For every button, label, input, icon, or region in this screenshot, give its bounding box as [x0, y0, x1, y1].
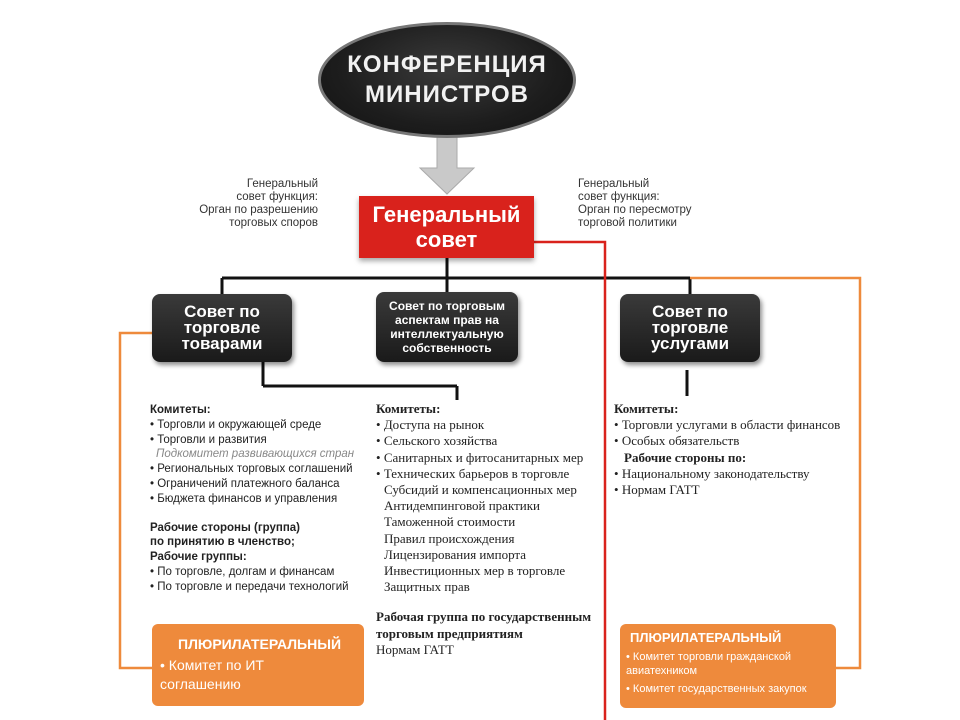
trips-council-node: Совет по торговым аспектам прав на интел…	[376, 292, 518, 362]
general-council-node: Генеральный совет	[359, 196, 534, 258]
list-item: • Торговли услугами в области финансов	[614, 417, 841, 433]
list-item-subcommittee: Подкомитет развивающихся стран	[156, 448, 355, 461]
orange-bracket-right	[690, 276, 862, 670]
list-item: • Санитарных и фитосанитарных мер	[376, 449, 584, 465]
middle-committees-heading: Комитеты:	[376, 401, 441, 416]
goods-working-groups-heading: Рабочие группы:	[150, 551, 247, 564]
list-item: • Сельского хозяйства	[376, 433, 498, 449]
trips-council-label: Совет по торговым аспектам прав на интел…	[389, 299, 505, 355]
list-item: Антидемпинговой практики	[384, 498, 541, 514]
middle-working-group: Рабочая группа по государственным торгов…	[376, 609, 592, 641]
plurilateral-right-box: ПЛЮРИЛАТЕРАЛЬНЫЙ • Комитет торговли граж…	[620, 624, 836, 708]
plurilateral-right-title: ПЛЮРИЛАТЕРАЛЬНЫЙ	[630, 630, 782, 645]
list-item: • Бюджета финансов и управления	[150, 492, 338, 505]
goods-council-label: Совет по торговле товарами	[181, 302, 263, 353]
list-item: • Национальному законодательству	[614, 465, 810, 481]
orange-bracket-left	[118, 331, 152, 670]
list-item: • Нормам ГАТТ	[614, 482, 700, 498]
plurilateral-left-title: ПЛЮРИЛАТЕРАЛЬНЫЙ	[178, 636, 342, 652]
services-council-label: Совет по торговле услугами	[650, 302, 730, 353]
list-item: • Ограничений платежного баланса	[150, 477, 340, 490]
goods-committees-heading: Комитеты:	[150, 404, 211, 416]
general-council-label: Генеральный совет	[372, 202, 521, 252]
red-review-line	[534, 240, 607, 720]
ministerial-conference-label: КОНФЕРЕНЦИЯ МИНИСТРОВ	[347, 51, 547, 108]
list-item: Защитных прав	[384, 579, 470, 595]
right-function-note: Генеральный совет функция: Орган по пере…	[578, 178, 692, 229]
goods-council-node: Совет по торговле товарами	[152, 294, 292, 362]
services-committees-heading: Комитеты:	[614, 401, 679, 416]
list-item: • Технических барьеров в торговле	[376, 465, 570, 481]
list-item: Субсидий и компенсационных мер	[384, 482, 577, 498]
list-item: Инвестиционных мер в торговле	[384, 563, 566, 579]
list-item: • Особых обязательств	[614, 433, 740, 449]
plurilateral-right-item: • Комитет государственных закупок	[626, 683, 807, 695]
plurilateral-left-item: • Комитет по ИТ соглашению	[160, 657, 264, 692]
list-item: • Региональных торговых соглашений	[150, 463, 353, 476]
list-item: • По торговле и передачи технологий	[150, 580, 349, 593]
list-item: • По торговле, долгам и финансам	[150, 565, 335, 578]
list-item: Таможенной стоимости	[384, 514, 516, 530]
goods-working-parties: Рабочие стороны (группа) по принятию в ч…	[150, 521, 301, 549]
middle-gatt-item: Нормам ГАТТ	[376, 641, 454, 657]
list-item: • Торговли и развития	[150, 433, 267, 446]
plurilateral-right-item: • Комитет торговли гражданской авиатехни…	[626, 651, 792, 677]
services-council-node: Совет по торговле услугами	[620, 294, 760, 362]
down-arrow-icon	[418, 134, 476, 195]
left-function-note: Генеральный совет функция: Орган по разр…	[199, 178, 318, 229]
list-item: Лицензирования импорта	[384, 546, 527, 562]
list-item: • Торговли и окружающей среде	[150, 418, 322, 431]
goods-committees-list: Комитеты: • Торговли и окружающей среде …	[150, 403, 360, 595]
middle-committees-list: Комитеты: • Доступа на рынок • Сельского…	[376, 401, 602, 658]
ministerial-conference-node: КОНФЕРЕНЦИЯ МИНИСТРОВ	[318, 22, 576, 138]
services-working-parties-heading: Рабочие стороны по:	[624, 449, 747, 465]
services-committees-list: Комитеты: • Торговли услугами в области …	[614, 401, 854, 498]
list-item: Правил происхождения	[384, 530, 515, 546]
list-item: • Доступа на рынок	[376, 417, 485, 433]
plurilateral-left-box: ПЛЮРИЛАТЕРАЛЬНЫЙ • Комитет по ИТ соглаше…	[152, 624, 364, 706]
